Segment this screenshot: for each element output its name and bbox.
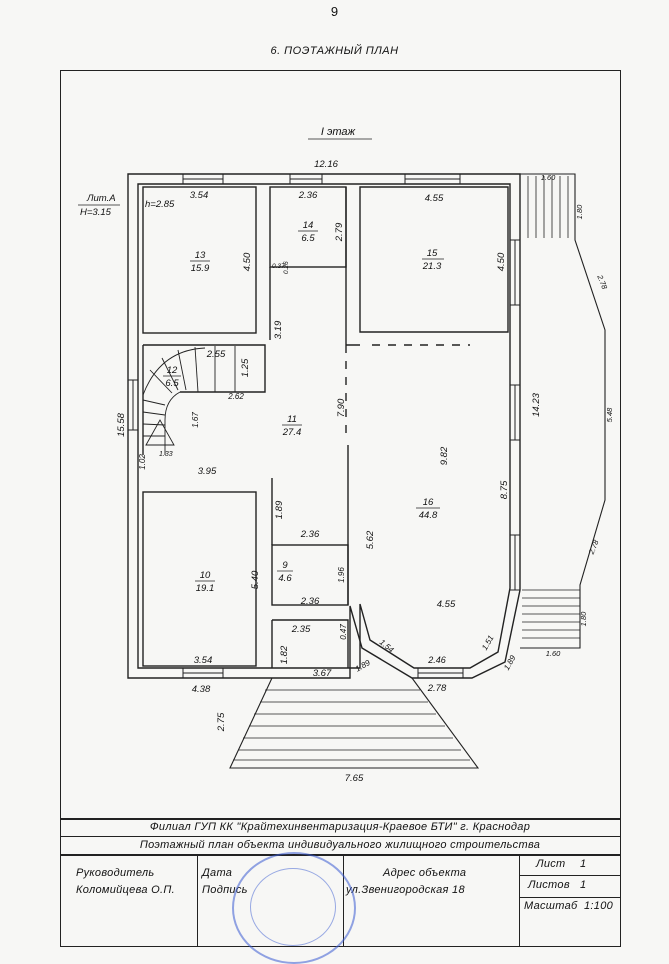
page-number: 9 xyxy=(330,4,339,19)
room-height: h=2.85 xyxy=(145,199,175,210)
dim-porch-width: 3.67 xyxy=(313,668,332,679)
room-16-number: 16 xyxy=(423,497,434,508)
room-15-area: 21.3 xyxy=(422,261,442,272)
dim-steps-width: 7.65 xyxy=(345,773,364,784)
dim-bay-a: 1.54 xyxy=(378,638,396,655)
dim-bay-c: 2.46 xyxy=(427,655,446,665)
dim-r9-width: 2.36 xyxy=(300,529,320,540)
document-title: Поэтажный план объекта индивидуального ж… xyxy=(139,839,541,851)
dim-r16-h3: 8.75 xyxy=(499,480,510,499)
dim-small-a: 0.37 xyxy=(272,263,285,270)
dim-r14-width: 2.36 xyxy=(298,190,318,201)
stair-symbol xyxy=(142,346,236,455)
dim-terrace-f: 1.80 xyxy=(579,611,588,626)
dim-steps-height: 2.75 xyxy=(216,712,227,732)
dim-r14-height: 2.79 xyxy=(334,222,345,242)
address-label: Адрес объекта xyxy=(383,867,467,879)
dim-mid-height: 7.90 xyxy=(336,398,347,417)
dim-bay-e: 1.89 xyxy=(502,653,518,671)
building-height: H=3.15 xyxy=(80,207,112,218)
dim-r9-h1: 1.89 xyxy=(274,500,285,519)
dim-porch-c: 1.82 xyxy=(279,645,290,664)
dim-r16-h1: 9.82 xyxy=(439,446,450,465)
drawing-frame xyxy=(60,70,621,947)
dim-corridor-height: 3.19 xyxy=(273,320,284,339)
room-16-area: 44.8 xyxy=(419,510,438,521)
dim-stair-length: 2.62 xyxy=(227,392,244,401)
sheet-value: 1 xyxy=(580,858,587,870)
room-13-area: 15.9 xyxy=(191,263,210,274)
room-14-area: 6.5 xyxy=(301,233,315,244)
scale-value: 1:100 xyxy=(584,900,614,912)
org-name: Филиал ГУП КК "Крайтехинвентаризация-Кра… xyxy=(149,821,531,833)
dim-r9-h2: 1.96 xyxy=(337,567,346,583)
room-15-outline xyxy=(359,186,509,333)
dim-r16-width: 4.55 xyxy=(437,599,456,610)
dim-hall-height: 1.67 xyxy=(191,412,200,428)
dim-r15-height: 4.50 xyxy=(496,252,507,271)
dim-bay-f: 2.78 xyxy=(427,683,447,694)
entrance-steps xyxy=(229,677,480,769)
dim-bottom-left: 4.38 xyxy=(192,684,211,695)
head-name: Коломийцева О.П. xyxy=(76,884,175,896)
room-9-area: 4.6 xyxy=(278,573,292,584)
dim-stair-width: 2.55 xyxy=(206,349,226,360)
dim-terrace-b: 1.80 xyxy=(575,204,584,219)
date-label: Дата xyxy=(202,867,233,879)
dim-porch-b: 0.47 xyxy=(339,624,348,640)
floor-title: I этаж xyxy=(321,126,356,138)
address-value: ул.Звенигородская 18 xyxy=(346,884,465,896)
dim-r10-top: 3.95 xyxy=(198,466,217,477)
room-10-number: 10 xyxy=(200,570,211,581)
outer-wall xyxy=(127,173,521,679)
dim-terrace-d: 5.48 xyxy=(605,407,614,422)
dim-r16-h4: 14.23 xyxy=(531,392,542,416)
room-12-number: 12 xyxy=(167,365,178,376)
dim-r15-width: 4.55 xyxy=(425,193,444,204)
sheet-label: Лист xyxy=(536,858,566,870)
dim-r9-width2: 2.36 xyxy=(300,596,320,607)
terrace-outline xyxy=(520,173,606,649)
sheets-label: Листов xyxy=(528,879,570,891)
dim-r13-height: 4.50 xyxy=(242,252,253,271)
lit-label: Лит.А xyxy=(86,193,116,204)
stair-wall xyxy=(143,344,266,393)
section-heading: 6. ПОЭТАЖНЫЙ ПЛАН xyxy=(270,45,399,57)
dim-r10-width: 3.54 xyxy=(194,655,213,666)
dim-porch-a: 2.35 xyxy=(291,624,311,635)
dim-left-b: 1.33 xyxy=(159,451,173,458)
dim-left-total: 15.58 xyxy=(116,412,127,436)
official-stamp-inner xyxy=(250,868,336,946)
room-13-outline xyxy=(142,186,257,334)
room-9-number: 9 xyxy=(282,560,288,571)
room-14-number: 14 xyxy=(303,220,314,231)
room-13-number: 13 xyxy=(195,250,206,261)
dim-r13-width: 3.54 xyxy=(190,190,209,201)
dim-r10-height: 5.40 xyxy=(250,570,261,589)
room-10-area: 19.1 xyxy=(196,583,215,594)
inner-wall xyxy=(137,183,511,669)
dim-terrace-e: 2.78 xyxy=(586,538,600,557)
dim-terrace-c: 2.78 xyxy=(595,273,609,292)
head-label: Руководитель xyxy=(76,867,155,879)
dim-terrace-a: 1.60 xyxy=(541,173,556,182)
room-12-area: 6.5 xyxy=(165,378,179,389)
dim-small-b: 0.26 xyxy=(283,261,290,274)
dim-terrace-g: 1.60 xyxy=(546,649,561,658)
dim-bay-b: 1.51 xyxy=(480,634,496,652)
sheets-value: 1 xyxy=(580,879,587,891)
dim-overall-width: 12.16 xyxy=(314,159,338,170)
room-15-number: 15 xyxy=(427,248,438,259)
room-10-outline xyxy=(142,491,257,667)
room-11-number: 11 xyxy=(287,414,297,425)
dim-left-a: 1.02 xyxy=(138,454,147,470)
dim-bay-d: 1.89 xyxy=(354,658,372,674)
scale-label: Масштаб xyxy=(524,900,578,912)
dim-r16-h2: 5.62 xyxy=(365,530,376,549)
dim-stair-height: 1.25 xyxy=(240,358,251,377)
room-11-area: 27.4 xyxy=(282,427,302,438)
